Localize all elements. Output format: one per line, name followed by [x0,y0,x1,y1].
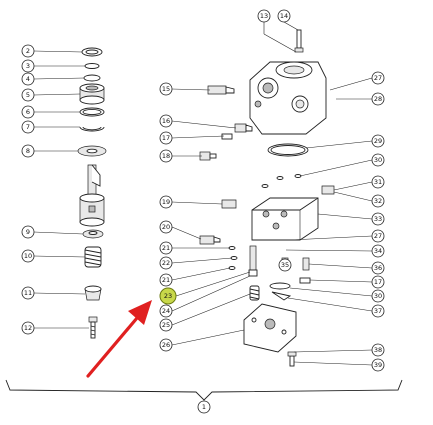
callout-28[interactable]: 28 [371,92,385,106]
svg-text:18: 18 [162,152,170,160]
svg-text:15: 15 [162,85,170,93]
callout-8[interactable]: 8 [21,144,35,158]
callout-27-lower[interactable]: 27 [371,229,385,243]
callout-5[interactable]: 5 [21,88,35,102]
callout-10[interactable]: 10 [21,249,35,263]
svg-text:20: 20 [162,223,170,231]
callout-23-highlighted[interactable]: 23 [159,287,177,305]
svg-text:30: 30 [374,156,382,164]
svg-text:35: 35 [281,261,289,269]
callout-2[interactable]: 2 [21,44,35,58]
svg-text:31: 31 [374,178,382,186]
callout-12[interactable]: 12 [21,321,35,335]
callout-19[interactable]: 19 [159,195,173,209]
callout-39[interactable]: 39 [371,358,385,372]
svg-text:28: 28 [374,95,382,103]
left-column-parts [77,47,107,339]
svg-text:36: 36 [374,264,382,272]
svg-text:7: 7 [26,123,30,131]
callout-16[interactable]: 16 [159,114,173,128]
svg-text:21: 21 [162,276,170,284]
callout-1[interactable]: 1 [197,400,211,414]
svg-text:13: 13 [260,12,268,20]
svg-text:22: 22 [162,259,170,267]
svg-text:4: 4 [26,75,30,83]
svg-text:32: 32 [374,197,382,205]
svg-text:30: 30 [374,292,382,300]
callout-18[interactable]: 18 [159,149,173,163]
svg-text:9: 9 [26,228,30,236]
callout-26[interactable]: 26 [159,338,173,352]
svg-text:33: 33 [374,215,382,223]
callout-13[interactable]: 13 [257,9,271,23]
svg-text:38: 38 [374,346,382,354]
center-parts [199,29,335,367]
callout-24[interactable]: 24 [159,304,173,318]
svg-text:27: 27 [374,74,382,82]
callout-14[interactable]: 14 [277,9,291,23]
svg-text:27: 27 [374,232,382,240]
right-leaders [285,77,373,366]
callout-30[interactable]: 30 [371,153,385,167]
callout-35[interactable]: 35 [278,258,292,272]
svg-text:6: 6 [26,108,30,116]
svg-text:39: 39 [374,361,382,369]
callout-3[interactable]: 3 [21,59,35,73]
svg-text:24: 24 [162,307,170,315]
svg-text:16: 16 [162,117,170,125]
callout-27[interactable]: 27 [371,71,385,85]
callout-labels: 2 3 4 5 6 7 8 9 10 11 12 13 14 15 16 17 … [21,9,385,414]
svg-text:37: 37 [374,307,382,315]
callout-32[interactable]: 32 [371,194,385,208]
center-leaders [171,21,299,346]
svg-text:14: 14 [280,12,288,20]
callout-25[interactable]: 25 [159,318,173,332]
svg-text:5: 5 [26,91,30,99]
svg-text:34: 34 [374,247,382,255]
callout-33[interactable]: 33 [371,212,385,226]
callout-21-lower[interactable]: 21 [159,273,173,287]
callout-9[interactable]: 9 [21,225,35,239]
callout-11[interactable]: 11 [21,286,35,300]
callout-38[interactable]: 38 [371,343,385,357]
pointer-arrow [86,300,152,378]
svg-text:26: 26 [162,341,170,349]
callout-4[interactable]: 4 [21,72,35,86]
svg-text:12: 12 [24,324,32,332]
callout-20[interactable]: 20 [159,220,173,234]
callout-34[interactable]: 34 [371,244,385,258]
callout-22[interactable]: 22 [159,256,173,270]
callout-31[interactable]: 31 [371,175,385,189]
svg-text:10: 10 [24,252,32,260]
svg-text:23: 23 [164,292,172,300]
svg-text:11: 11 [24,289,32,297]
left-column-leaders [33,50,89,329]
svg-text:21: 21 [162,244,170,252]
svg-text:19: 19 [162,198,170,206]
callout-30-lower[interactable]: 30 [371,289,385,303]
callout-36[interactable]: 36 [371,261,385,275]
assembly-bracket [5,379,403,401]
svg-text:29: 29 [374,137,382,145]
svg-text:2: 2 [26,47,30,55]
callout-15[interactable]: 15 [159,82,173,96]
svg-text:17: 17 [162,134,170,142]
svg-text:1: 1 [202,403,206,411]
callout-7[interactable]: 7 [21,120,35,134]
svg-text:3: 3 [26,62,30,70]
callout-17-right[interactable]: 17 [371,275,385,289]
svg-text:8: 8 [26,147,30,155]
callout-29[interactable]: 29 [371,134,385,148]
callout-6[interactable]: 6 [21,105,35,119]
callout-21[interactable]: 21 [159,241,173,255]
callout-17[interactable]: 17 [159,131,173,145]
callout-37[interactable]: 37 [371,304,385,318]
svg-text:25: 25 [162,321,170,329]
svg-text:17: 17 [374,278,382,286]
